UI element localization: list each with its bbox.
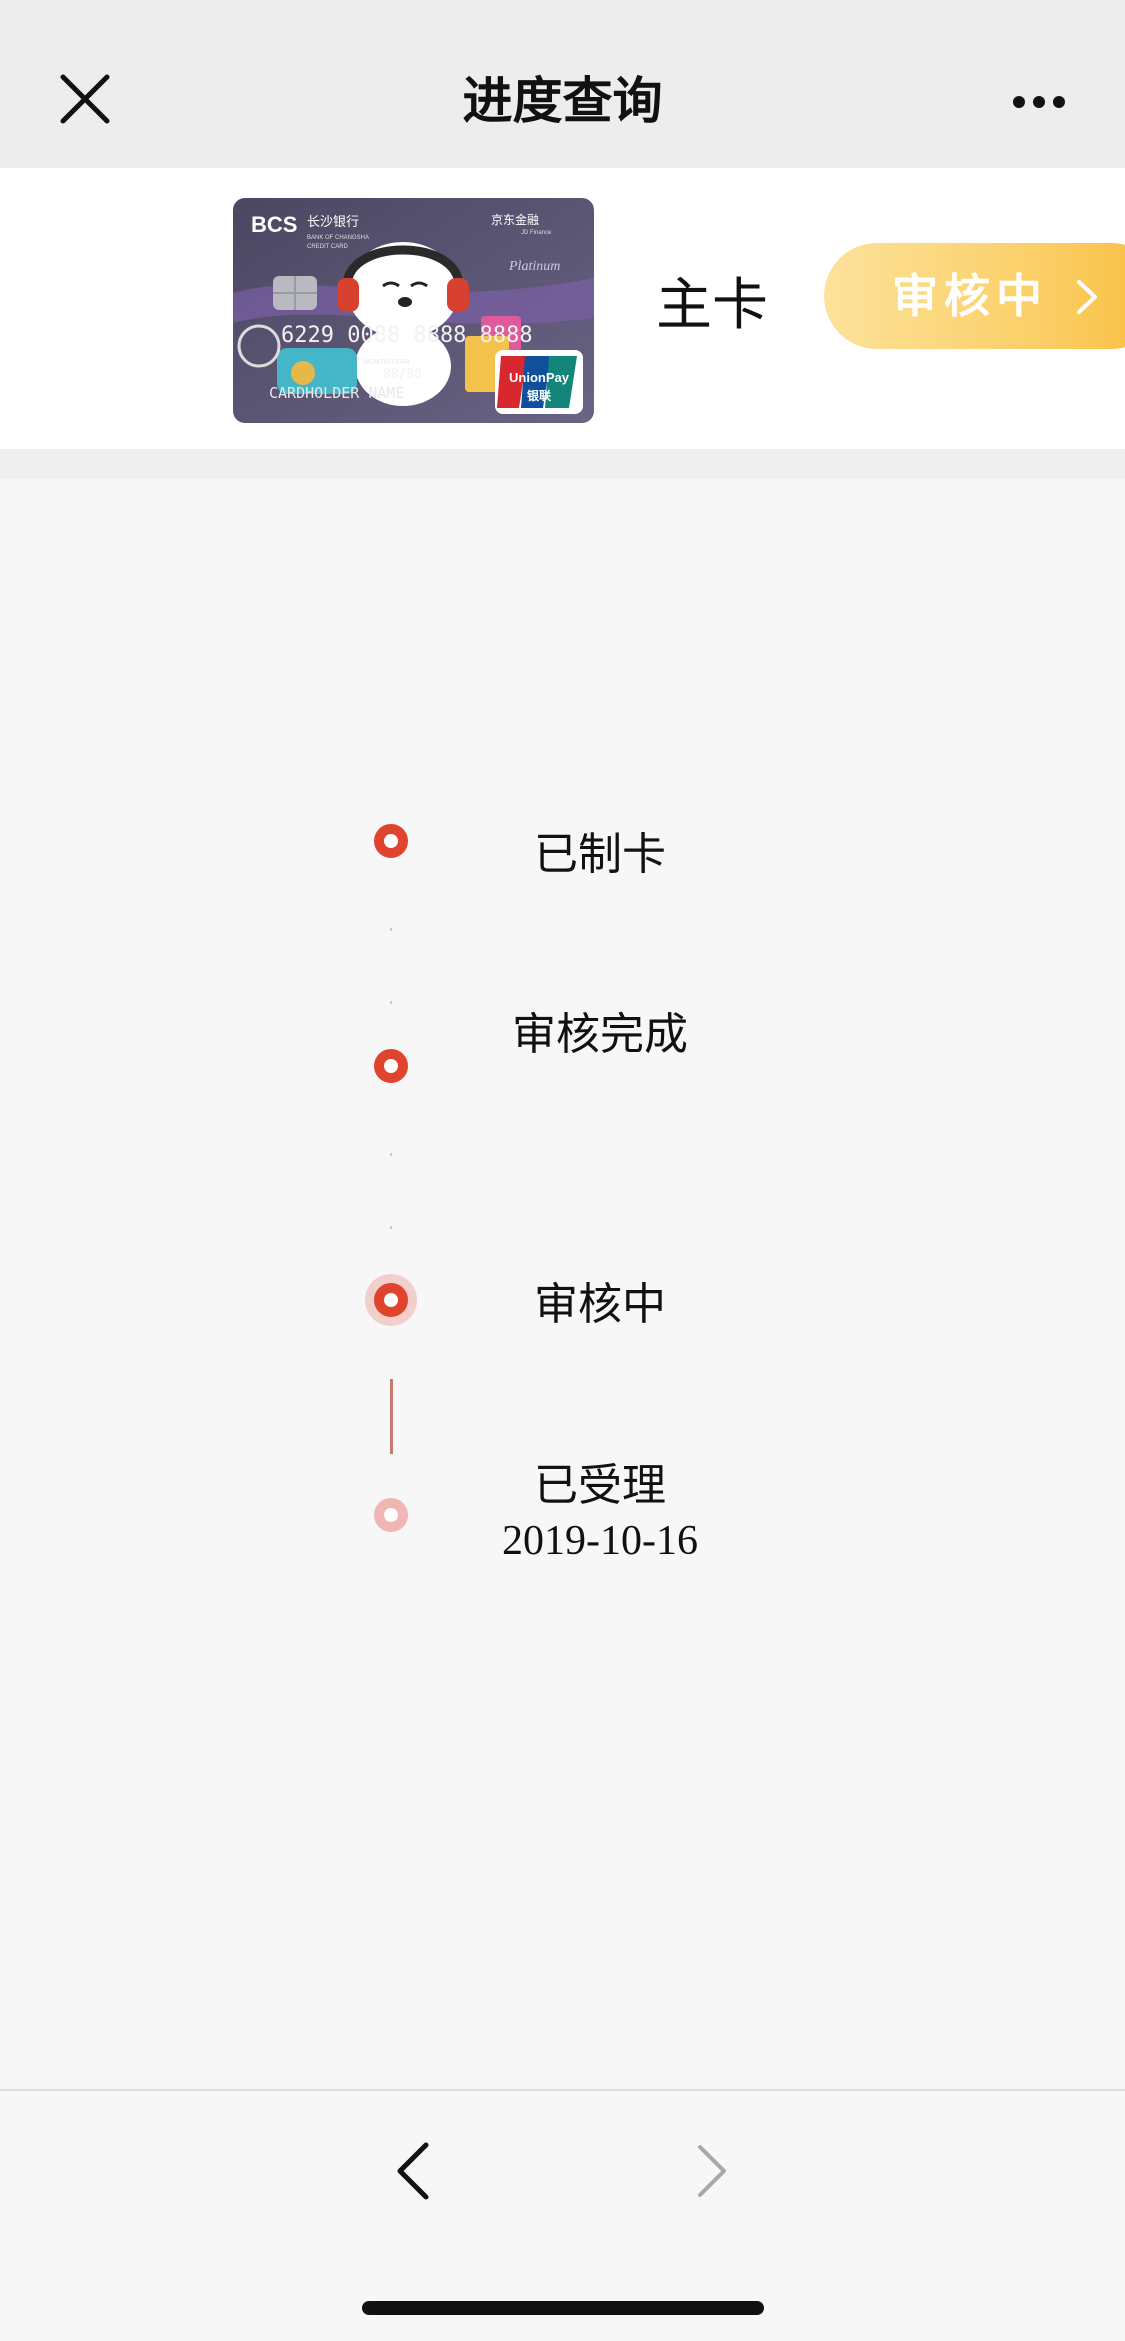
bank-name-en: BANK OF CHANGSHA [307, 235, 369, 241]
svg-text:UnionPay: UnionPay [509, 370, 570, 385]
step-date: 2019-10-16 [502, 1518, 698, 1564]
page-title: 进度查询 [462, 72, 663, 130]
step-label: 已受理 [534, 1460, 666, 1511]
status-badge-label: 审核中 [892, 269, 1048, 323]
bottom-toolbar [0, 2089, 1125, 2341]
bank-logo: BCS [251, 212, 297, 237]
step-label: 审核中 [534, 1279, 666, 1330]
card-number: 6229 0088 8888 8888 [281, 323, 533, 348]
step-dot-done [374, 1049, 408, 1083]
step-label: 审核完成 [512, 1009, 688, 1060]
unionpay-logo: UnionPay 银联 [495, 350, 583, 414]
cardholder-name: CARDHOLDER NAME [269, 384, 404, 402]
step-dot-pending [374, 1498, 408, 1532]
step-dot-current [374, 1283, 408, 1317]
chevron-right-icon [1077, 280, 1097, 314]
section-divider [0, 449, 1125, 479]
chevron-left-icon[interactable] [392, 2141, 432, 2201]
card-row[interactable]: BCS 长沙银行 BANK OF CHANGSHA CREDIT CARD 京东… [0, 168, 1125, 449]
card-type-label: 主卡 [656, 273, 768, 338]
card-kind: CREDIT CARD [307, 244, 349, 250]
progress-timeline: 已制卡 审核完成 审核中 已受理 2019-10-16 [0, 479, 1125, 2089]
step-label: 已制卡 [534, 829, 666, 880]
home-indicator[interactable] [362, 2301, 764, 2315]
valid-value: 88/88 [383, 367, 422, 382]
credit-card-image: BCS 长沙银行 BANK OF CHANGSHA CREDIT CARD 京东… [233, 198, 594, 423]
status-badge-button[interactable]: 审核中 [824, 243, 1125, 349]
chevron-right-icon[interactable] [692, 2141, 732, 2201]
timeline-dash [390, 928, 392, 931]
timeline-connector [390, 1379, 393, 1454]
partner-name-en: JD Finance [521, 230, 552, 236]
step-dot-done [374, 824, 408, 858]
more-dots-icon[interactable] [1011, 94, 1067, 110]
mascot-illustration [277, 242, 521, 406]
card-tier: Platinum [508, 259, 560, 274]
valid-label: MONTH/YEAR [363, 359, 410, 366]
timeline-dash [390, 1226, 392, 1229]
bank-name: 长沙银行 [307, 215, 359, 230]
timeline-dash [390, 1153, 392, 1156]
partner-name: 京东金融 [491, 212, 539, 227]
nav-bar: 进度查询 [0, 0, 1125, 168]
close-icon[interactable] [52, 66, 118, 132]
timeline-dash [390, 1001, 392, 1004]
svg-text:银联: 银联 [527, 388, 551, 403]
